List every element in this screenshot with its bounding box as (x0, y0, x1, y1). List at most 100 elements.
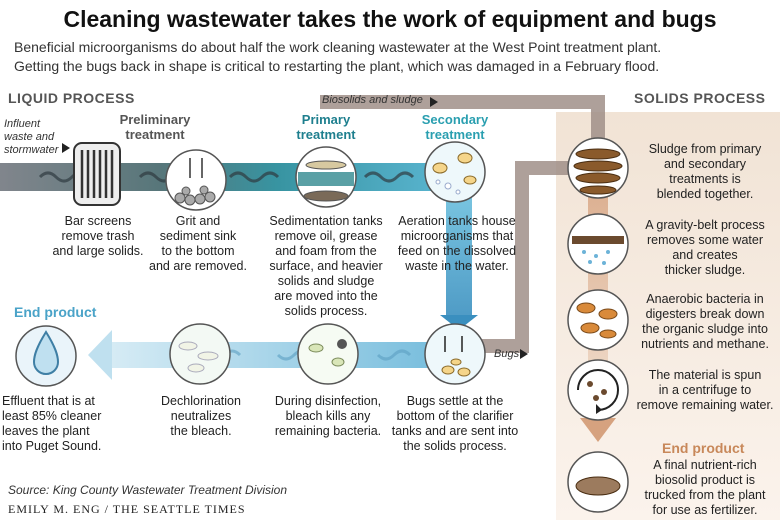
centrifuge-caption-1: The material is spun (648, 368, 762, 382)
preliminary-heading: Preliminary treatment (100, 112, 210, 142)
biosolids-label: Biosolids and sludge (322, 94, 423, 106)
bugs-pipe (482, 161, 572, 353)
dechlorination-caption: Dechlorination neutralizes the bleach. (146, 394, 256, 439)
bottom-arrowhead (88, 330, 112, 380)
end-caption-4: for use as fertilizer. (652, 503, 758, 517)
secondary-heading-2: treatment (425, 127, 485, 142)
subtitle: Beneficial microorganisms do about half … (14, 38, 774, 76)
bar-caption-3: and large solids. (52, 244, 144, 258)
disinfection-caption-3: remaining bacteria. (274, 424, 382, 438)
primary-caption-7: solids process. (284, 304, 368, 318)
sedimentation-tank-icon (295, 146, 357, 208)
anaerobic-caption-3: the organic sludge into (642, 322, 768, 336)
gravity-belt-icon (567, 213, 629, 275)
secondary-caption-1: Aeration tanks house (398, 214, 516, 228)
disinfection-caption: During disinfection, bleach kills any re… (266, 394, 390, 439)
primary-caption-3: and foam from the (275, 244, 377, 258)
primary-heading-2: treatment (296, 127, 356, 142)
clarifier-caption-1: Bugs settle at the (406, 394, 504, 408)
clarifier-caption: Bugs settle at the bottom of the clarifi… (388, 394, 522, 454)
solids-process-heading: SOLIDS PROCESS (634, 90, 766, 106)
influent-label: Influent waste and stormwater (4, 118, 58, 157)
bar-caption-1: Bar screens (64, 214, 132, 228)
preliminary-heading-2: treatment (125, 127, 185, 142)
influent-line-3: stormwater (4, 144, 59, 156)
dechlorination-caption-1: Dechlorination (161, 394, 241, 408)
primary-caption-2: remove oil, grease (274, 229, 378, 243)
end-caption-3: trucked from the plant (644, 488, 766, 502)
primary-heading-1: Primary (301, 112, 351, 127)
secondary-caption-2: microorganisms that (400, 229, 514, 243)
clarifier-caption-2: bottom of the clarifier (396, 409, 514, 423)
centrifuge-icon (567, 359, 629, 421)
centrifuge-caption-2: in a centrifuge to (658, 383, 752, 397)
source-line: Source: King County Wastewater Treatment… (8, 483, 288, 497)
gravity-caption-1: A gravity-belt process (645, 218, 765, 232)
end-caption-1: A final nutrient-rich (653, 458, 757, 472)
dechlorination-caption-2: neutralizes (170, 409, 232, 423)
anaerobic-caption-2: digesters break down (645, 307, 765, 321)
gravity-belt-caption: A gravity-belt process removes some wate… (634, 218, 776, 278)
clarifier-icon (424, 323, 486, 385)
secondary-caption-4: waste in the water. (405, 259, 509, 273)
bar-screen-icon (73, 142, 121, 206)
effluent-caption: Effluent that is at least 85% cleaner le… (2, 394, 112, 454)
blending-caption: Sludge from primary and secondary treatm… (634, 142, 776, 202)
grit-chamber-icon (165, 149, 227, 211)
blending-icon (567, 137, 629, 199)
credit-line: EMILY M. ENG / THE SEATTLE TIMES (8, 502, 246, 516)
bar-screen-caption: Bar screens remove trash and large solid… (48, 214, 148, 259)
gravity-caption-2: removes some water (646, 233, 763, 247)
centrifuge-caption-3: remove remaining water. (636, 398, 774, 412)
grit-caption: Grit and sediment sink to the bottom and… (146, 214, 250, 274)
secondary-caption-3: feed on the dissolved (397, 244, 517, 258)
secondary-caption: Aeration tanks house microorganisms that… (392, 214, 522, 274)
page-title: Cleaning wastewater takes the work of eq… (63, 6, 717, 32)
liquid-process-heading: LIQUID PROCESS (8, 90, 135, 106)
dechlorination-caption-3: the bleach. (170, 424, 232, 438)
primary-caption-4: surface, and heavier (269, 259, 383, 273)
biosolid-product-icon (567, 451, 629, 513)
down-arrowhead (440, 315, 478, 330)
primary-caption-1: Sedimentation tanks (269, 214, 383, 228)
liquid-end-product-heading: End product (14, 304, 97, 320)
dechlorination-icon (169, 323, 231, 385)
subtitle-line-2: Getting the bugs back in shape is critic… (14, 58, 660, 74)
disinfection-caption-1: During disinfection, (274, 394, 382, 408)
primary-caption: Sedimentation tanks remove oil, grease a… (262, 214, 390, 319)
anaerobic-caption-4: nutrients and methane. (641, 337, 769, 351)
effluent-caption-3: leaves the plant (2, 424, 90, 438)
effluent-icon (15, 325, 77, 387)
influent-line-1: Influent (4, 118, 41, 130)
effluent-caption-4: into Puget Sound. (2, 439, 102, 453)
blend-caption-1: Sludge from primary (648, 142, 762, 156)
secondary-heading: Secondary treatment (405, 112, 505, 142)
grit-caption-2: sediment sink (159, 229, 237, 243)
disinfection-icon (297, 323, 359, 385)
gravity-caption-4: thicker sludge. (664, 263, 746, 277)
subtitle-line-1: Beneficial microorganisms do about half … (14, 39, 662, 55)
bar-caption-2: remove trash (61, 229, 135, 243)
biosolids-pipe (320, 95, 605, 150)
blend-caption-4: blended together. (656, 187, 754, 201)
influent-line-2: waste and (4, 131, 55, 143)
preliminary-heading-1: Preliminary (119, 112, 191, 127)
bugs-arrow-tip (520, 349, 528, 359)
digester-icon (567, 289, 629, 351)
end-caption-2: biosolid product is (654, 473, 756, 487)
aeration-tank-icon (424, 141, 486, 203)
blend-caption-2: and secondary (663, 157, 746, 171)
blend-caption-3: treatments is (669, 172, 741, 186)
grit-caption-1: Grit and (175, 214, 221, 228)
effluent-caption-2: least 85% cleaner (2, 409, 102, 423)
grit-caption-4: and are removed. (149, 259, 247, 273)
centrifuge-caption: The material is spun in a centrifuge to … (634, 368, 776, 413)
disinfection-caption-2: bleach kills any (285, 409, 371, 423)
liquid-down-band (446, 190, 472, 320)
primary-heading: Primary treatment (276, 112, 376, 142)
clarifier-caption-3: tanks and are sent into (391, 424, 519, 438)
solids-arrowhead (580, 418, 616, 442)
clarifier-caption-4: the solids process. (403, 439, 507, 453)
effluent-caption-1: Effluent that is at (2, 394, 95, 408)
primary-caption-6: are moved into the (274, 289, 378, 303)
